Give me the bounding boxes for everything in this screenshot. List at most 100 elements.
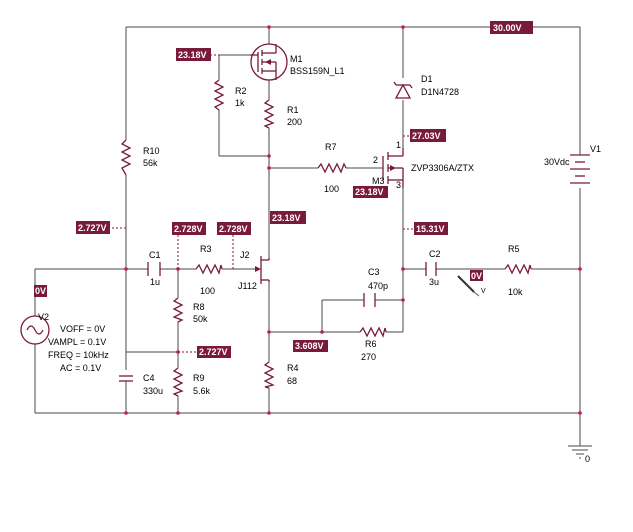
- voltage-tag-input: 0V: [34, 285, 47, 297]
- m3-pin1: 1: [396, 140, 401, 150]
- probe-label: V: [481, 288, 486, 295]
- r5-value: 10k: [508, 287, 523, 297]
- resistor-r6: R6 270: [359, 326, 387, 362]
- resistor-r1: R1 200: [263, 99, 302, 129]
- svg-text:2.728V: 2.728V: [174, 224, 203, 234]
- m3-pin3: 3: [396, 180, 401, 190]
- svg-text:15.31V: 15.31V: [416, 224, 445, 234]
- r8-ref: R8: [193, 302, 205, 312]
- mosfet-m1: M1 BSS159N_L1: [250, 43, 345, 81]
- svg-text:0V: 0V: [471, 271, 482, 281]
- capacitor-c3: C3 470p: [363, 267, 388, 307]
- voltage-tag-m3-gate: 23.18V: [353, 186, 388, 198]
- capacitor-c1: C1 1u: [147, 250, 161, 287]
- voltage-tag-m3-drain: 15.31V: [414, 222, 448, 235]
- source-v1: V1 30Vdc: [544, 144, 601, 184]
- d1-value: D1N4728: [421, 87, 459, 97]
- v1-ref: V1: [590, 144, 601, 154]
- d1-ref: D1: [421, 74, 433, 84]
- r10-ref: R10: [143, 146, 160, 156]
- r3-value: 100: [200, 286, 215, 296]
- svg-text:23.18V: 23.18V: [272, 213, 301, 223]
- voltage-leaders: [108, 54, 415, 353]
- resistor-r2: R2 1k: [213, 79, 247, 111]
- r9-value: 5.6k: [193, 386, 211, 396]
- voltage-tag-c1-right: 2.728V: [172, 222, 206, 235]
- ground-symbol: 0: [568, 445, 592, 464]
- voltage-tag-m1-gate: 23.18V: [176, 48, 211, 61]
- wires: [34, 26, 581, 446]
- junctions: [124, 25, 582, 415]
- ground-label: 0: [585, 454, 590, 464]
- v2-freq: FREQ = 10kHz: [48, 350, 109, 360]
- voltage-tag-output: 0V: [470, 270, 483, 281]
- svg-text:27.03V: 27.03V: [412, 131, 441, 141]
- voltage-tag-r3-right: 2.728V: [217, 222, 251, 235]
- voltage-tag-r10-bottom: 2.727V: [76, 221, 110, 234]
- m3-value: ZVP3306A/ZTX: [411, 163, 474, 173]
- v1-value: 30Vdc: [544, 157, 570, 167]
- svg-text:2.727V: 2.727V: [199, 347, 228, 357]
- resistor-r7: R7 100: [317, 142, 347, 194]
- svg-text:23.18V: 23.18V: [178, 50, 207, 60]
- v2-ac: AC = 0.1V: [60, 363, 101, 373]
- m3-ref: M3: [372, 176, 385, 186]
- c4-ref: C4: [143, 373, 155, 383]
- v2-ref: V2: [38, 312, 49, 322]
- v2-vampl: VAMPL = 0.1V: [48, 337, 106, 347]
- c2-ref: C2: [429, 249, 441, 259]
- r2-value: 1k: [235, 98, 245, 108]
- svg-text:0V: 0V: [35, 286, 46, 296]
- c2-value: 3u: [429, 277, 439, 287]
- resistor-r10: R10 56k: [120, 139, 160, 176]
- svg-text:23.18V: 23.18V: [355, 187, 384, 197]
- r4-value: 68: [287, 376, 297, 386]
- resistor-r4: R4 68: [263, 361, 299, 389]
- c4-value: 330u: [143, 386, 163, 396]
- r6-ref: R6: [365, 339, 377, 349]
- capacitor-c4: C4 330u: [119, 373, 163, 396]
- j2-ref: J2: [240, 250, 250, 260]
- r7-ref: R7: [325, 142, 337, 152]
- r3-ref: R3: [200, 244, 212, 254]
- r6-value: 270: [361, 352, 376, 362]
- r8-value: 50k: [193, 314, 208, 324]
- svg-text:2.727V: 2.727V: [78, 223, 107, 233]
- j2-value: J112: [238, 281, 257, 291]
- svg-text:2.728V: 2.728V: [219, 224, 248, 234]
- resistor-r8: R8 50k: [172, 297, 208, 324]
- jfet-j2: J2 J112: [238, 250, 270, 291]
- c1-value: 1u: [150, 277, 160, 287]
- r5-ref: R5: [508, 244, 520, 254]
- r9-ref: R9: [193, 373, 205, 383]
- m3-pin2: 2: [373, 155, 378, 165]
- voltage-tag-j2-source: 3.608V: [293, 340, 328, 352]
- r1-ref: R1: [287, 105, 299, 115]
- voltage-tag-bias-node: 2.727V: [197, 346, 231, 358]
- capacitor-c2: C2 3u: [425, 249, 441, 287]
- mosfet-m3: 2 1 3 M3 ZVP3306A/ZTX: [372, 140, 474, 190]
- resistor-r5: R5 10k: [504, 244, 532, 297]
- c1-ref: C1: [149, 250, 161, 260]
- resistor-r9: R9 5.6k: [172, 367, 211, 397]
- r2-ref: R2: [235, 86, 247, 96]
- v2-voff: VOFF = 0V: [60, 324, 105, 334]
- r4-ref: R4: [287, 363, 299, 373]
- svg-text:3.608V: 3.608V: [295, 341, 324, 351]
- voltage-tag-j2-drain: 23.18V: [270, 211, 306, 224]
- r7-value: 100: [324, 184, 339, 194]
- m1-value: BSS159N_L1: [290, 66, 345, 76]
- source-v2: V2 VOFF = 0V VAMPL = 0.1V FREQ = 10kHz A…: [20, 312, 109, 373]
- resistor-r3: R3 100: [195, 244, 223, 296]
- m1-ref: M1: [290, 54, 303, 64]
- voltage-tag-m3-source: 27.03V: [410, 129, 446, 142]
- r10-value: 56k: [143, 158, 158, 168]
- voltage-probe: V: [457, 275, 486, 297]
- c3-ref: C3: [368, 267, 380, 277]
- r1-value: 200: [287, 117, 302, 127]
- c3-value: 470p: [368, 281, 388, 291]
- svg-text:30.00V: 30.00V: [493, 23, 522, 33]
- voltage-tag-top-rail: 30.00V: [490, 21, 533, 34]
- zener-d1: D1 D1N4728: [393, 74, 459, 99]
